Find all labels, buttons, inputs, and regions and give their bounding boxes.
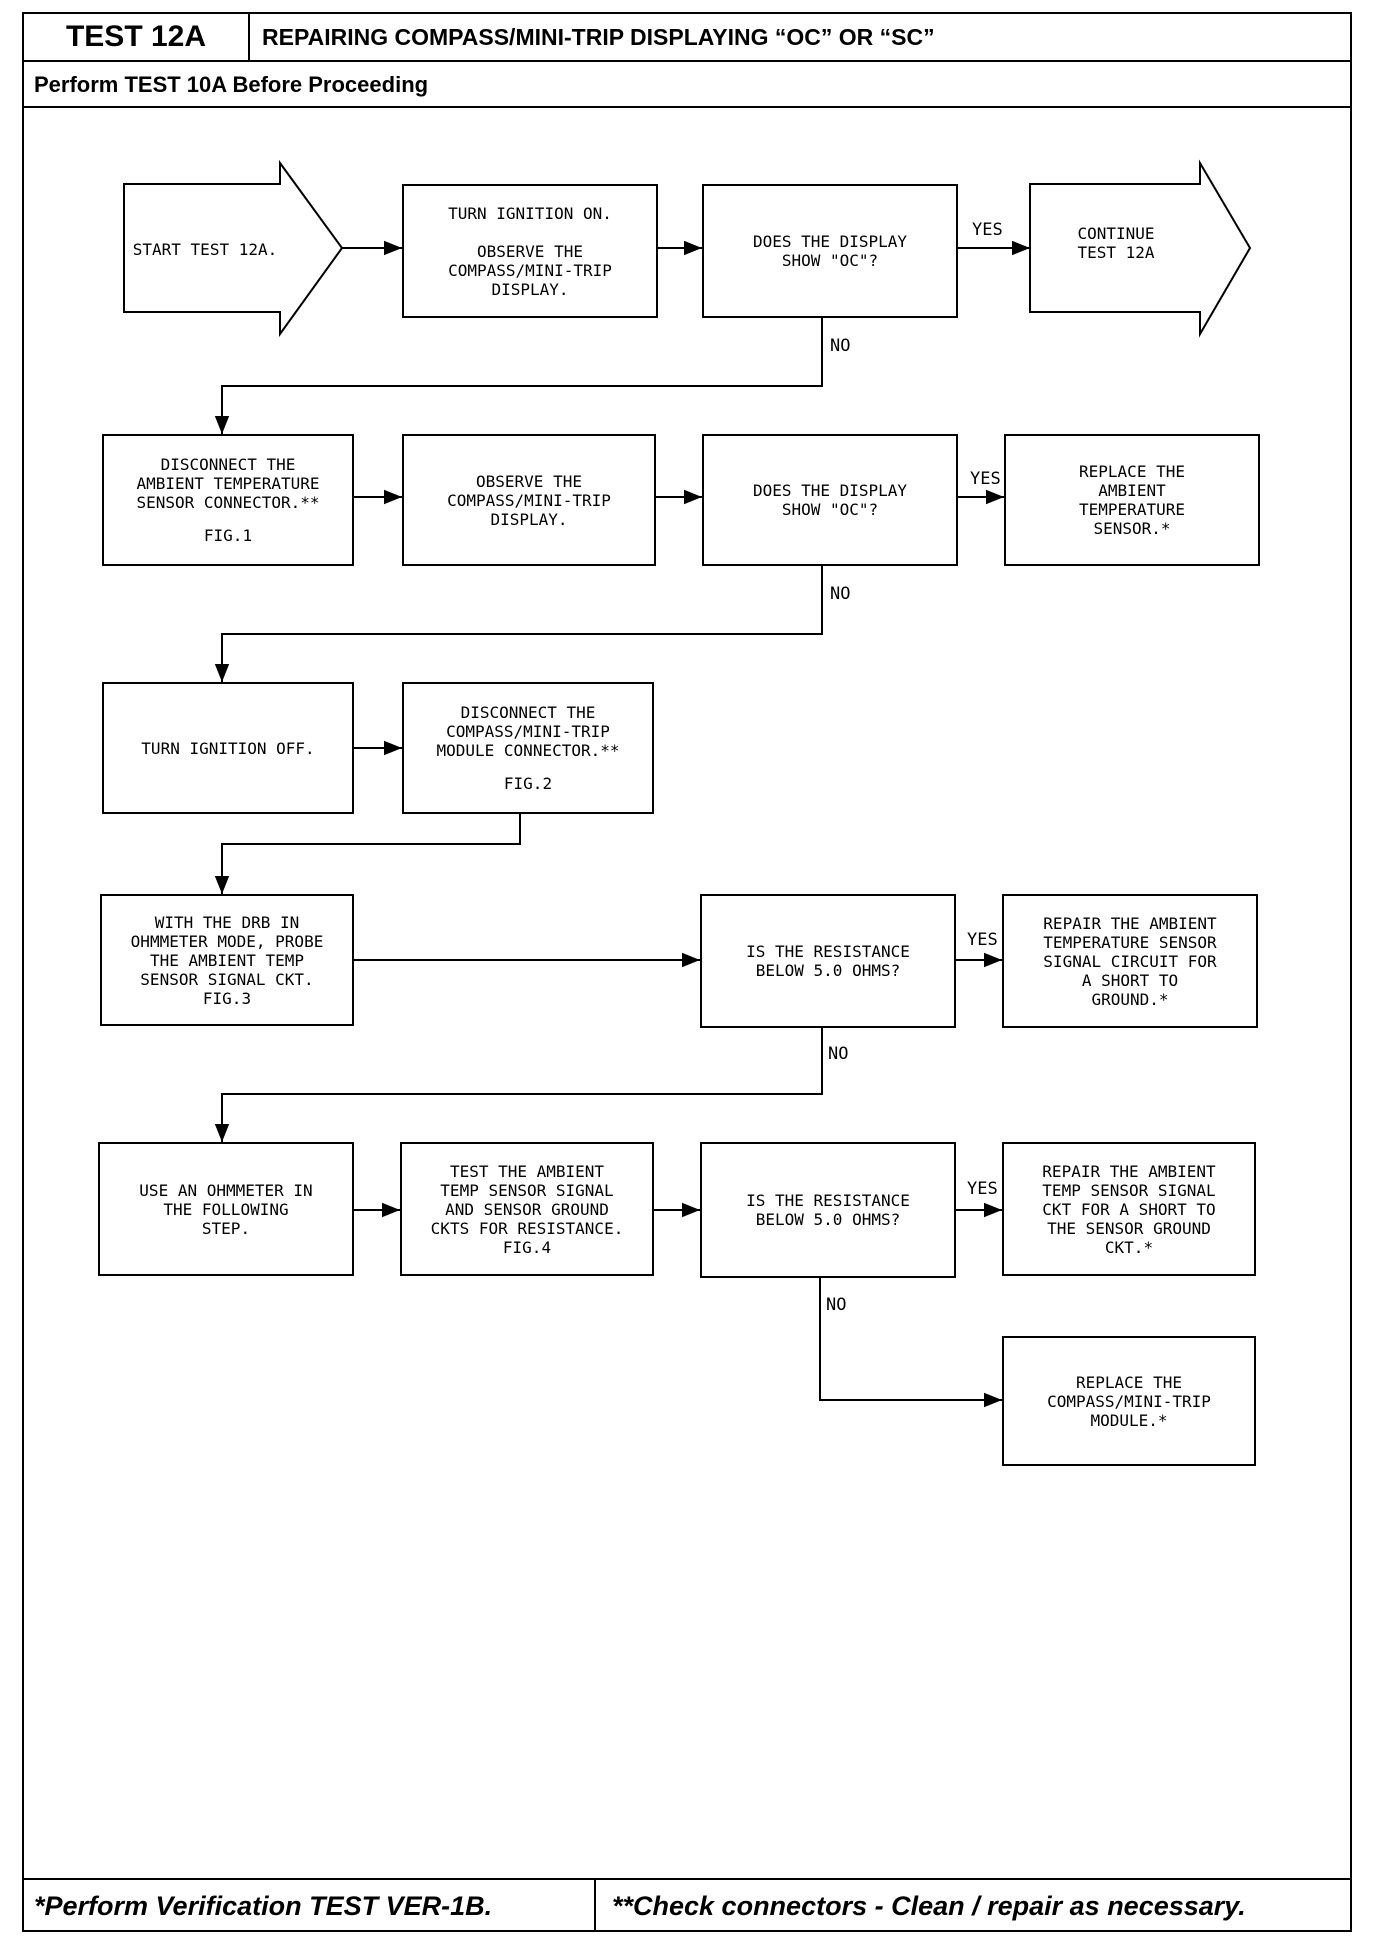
connector-line bbox=[214, 1028, 823, 1142]
connector-line bbox=[214, 814, 521, 894]
replace-module-result: REPLACE THE COMPASS/MINI-TRIP MODULE.* bbox=[1002, 1336, 1256, 1466]
connector-line bbox=[819, 1278, 1002, 1408]
continue-arrow-shape bbox=[1029, 159, 1252, 338]
step-text: DISCONNECT THE AMBIENT TEMPERATURE SENSO… bbox=[136, 455, 320, 512]
footer-divider bbox=[22, 1878, 1352, 1880]
continue-test-step: CONTINUE TEST 12A bbox=[1077, 224, 1155, 262]
disconnect-module-step: DISCONNECT THE COMPASS/MINI-TRIP MODULE … bbox=[402, 682, 654, 814]
page-frame bbox=[22, 12, 1352, 1932]
footer-divider bbox=[594, 1878, 596, 1932]
page-title: REPAIRING COMPASS/MINI-TRIP DISPLAYING “… bbox=[262, 23, 935, 50]
repair-short-to-ground-result: REPAIR THE AMBIENT TEMPERATURE SENSOR SI… bbox=[1002, 894, 1258, 1028]
turn-ignition-off-step: TURN IGNITION OFF. bbox=[102, 682, 354, 814]
probe-signal-circuit-step: WITH THE DRB IN OHMMETER MODE, PROBE THE… bbox=[100, 894, 354, 1026]
resistance-question-1: IS THE RESISTANCE BELOW 5.0 OHMS? bbox=[700, 894, 956, 1028]
connector-line bbox=[214, 317, 823, 434]
no-label: NO bbox=[830, 584, 851, 604]
use-ohmmeter-step: USE AN OHMMETER IN THE FOLLOWING STEP. bbox=[98, 1142, 354, 1276]
header-divider bbox=[22, 60, 1352, 62]
figure-reference: FIG.1 bbox=[203, 526, 253, 545]
disconnect-ambient-sensor-step: DISCONNECT THE AMBIENT TEMPERATURE SENSO… bbox=[102, 434, 354, 566]
display-oc-question-1: DOES THE DISPLAY SHOW "OC"? bbox=[702, 184, 958, 318]
connector-line bbox=[214, 566, 823, 682]
no-label: NO bbox=[826, 1295, 847, 1315]
page-subtitle: Perform TEST 10A Before Proceeding bbox=[34, 72, 429, 97]
start-test-step: START TEST 12A. bbox=[132, 239, 278, 259]
turn-ignition-on-step: TURN IGNITION ON. OBSERVE THE COMPASS/MI… bbox=[402, 184, 658, 318]
start-arrow-shape bbox=[123, 159, 344, 338]
step-text: DISCONNECT THE COMPASS/MINI-TRIP MODULE … bbox=[436, 703, 620, 760]
test-circuits-resistance-step: TEST THE AMBIENT TEMP SENSOR SIGNAL AND … bbox=[400, 1142, 654, 1276]
yes-label: YES bbox=[970, 469, 1001, 489]
resistance-question-2: IS THE RESISTANCE BELOW 5.0 OHMS? bbox=[700, 1142, 956, 1278]
header-divider bbox=[22, 106, 1352, 108]
observe-display-step: OBSERVE THE COMPASS/MINI-TRIP DISPLAY. bbox=[402, 434, 656, 566]
replace-ambient-sensor-result: REPLACE THE AMBIENT TEMPERATURE SENSOR.* bbox=[1004, 434, 1260, 566]
yes-label: YES bbox=[967, 1179, 998, 1199]
no-label: NO bbox=[828, 1044, 849, 1064]
figure-reference: FIG.2 bbox=[503, 774, 553, 793]
no-label: NO bbox=[830, 336, 851, 356]
yes-label: YES bbox=[972, 220, 1003, 240]
repair-short-to-sensor-ground-result: REPAIR THE AMBIENT TEMP SENSOR SIGNAL CK… bbox=[1002, 1142, 1256, 1276]
footer-verification-note: *Perform Verification TEST VER-1B. bbox=[34, 1890, 493, 1921]
yes-label: YES bbox=[967, 930, 998, 950]
footer-connector-note: **Check connectors - Clean / repair as n… bbox=[612, 1890, 1246, 1921]
display-oc-question-2: DOES THE DISPLAY SHOW "OC"? bbox=[702, 434, 958, 566]
